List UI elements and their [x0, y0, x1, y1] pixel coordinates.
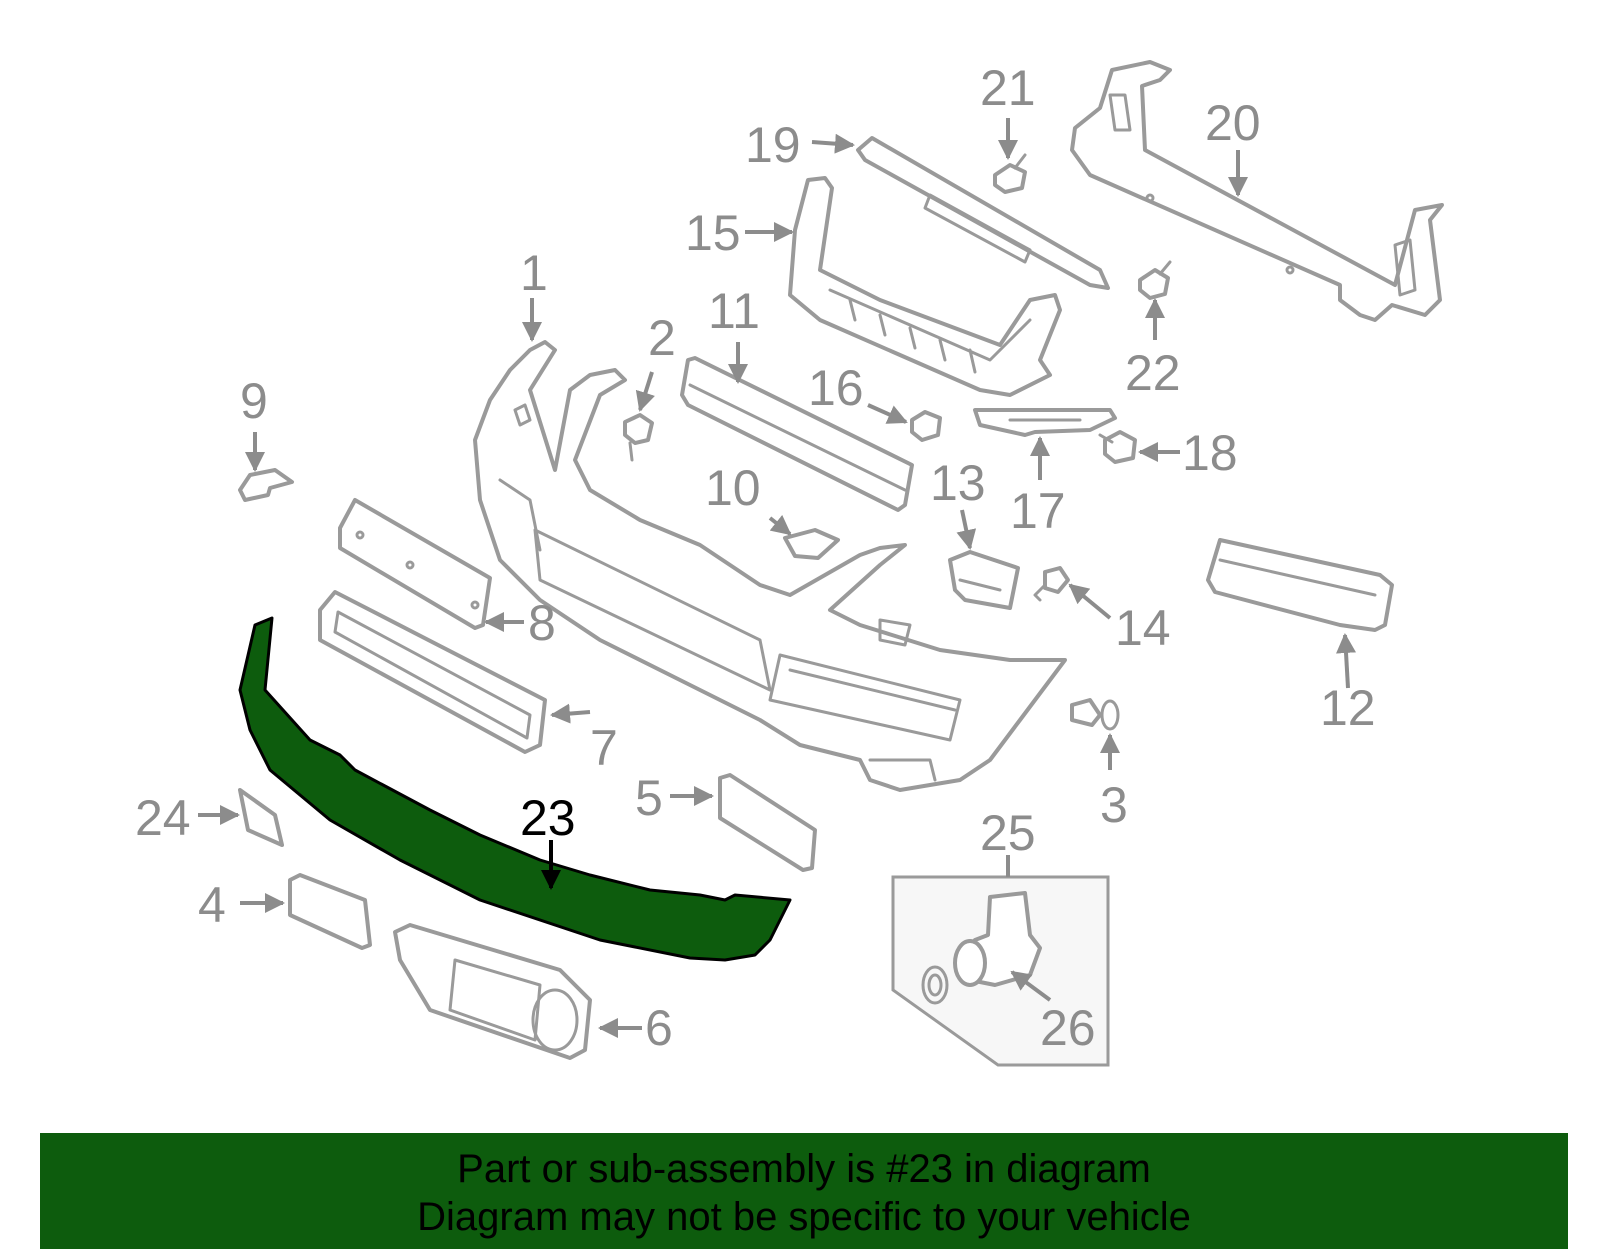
label-10: 10 [705, 460, 761, 516]
banner-line-2: Diagram may not be specific to your vehi… [417, 1195, 1191, 1239]
label-4: 4 [198, 877, 226, 933]
part-23-lower-deflector[interactable] [238, 616, 792, 962]
label-3: 3 [1100, 777, 1128, 833]
label-6: 6 [645, 1000, 673, 1056]
part-6-fog-bezel[interactable] [393, 923, 592, 1060]
label-15: 15 [685, 205, 741, 261]
banner-line-1: Part or sub-assembly is #23 in diagram [457, 1147, 1151, 1191]
part-18-bolt[interactable] [1098, 430, 1137, 464]
part-9-bracket[interactable] [238, 468, 294, 502]
part-4-cover[interactable] [288, 873, 372, 950]
label-9: 9 [240, 373, 268, 429]
label-12: 12 [1320, 680, 1376, 736]
part-15-grille-support[interactable] [788, 176, 1062, 397]
part-14-push-pin[interactable] [1033, 566, 1070, 602]
part-3-push-pin[interactable] [1070, 698, 1120, 731]
label-19: 19 [745, 117, 801, 173]
part-17-bracket[interactable] [973, 408, 1117, 437]
label-7: 7 [590, 720, 618, 776]
part-22-bolt[interactable] [1138, 260, 1172, 300]
label-5: 5 [635, 770, 663, 826]
label-26: 26 [1040, 1000, 1096, 1056]
part-13-bracket[interactable] [948, 550, 1020, 610]
part-10-cap[interactable] [783, 528, 840, 560]
label-2: 2 [648, 310, 676, 366]
info-banner: Part or sub-assembly is #23 in diagram D… [40, 1133, 1568, 1249]
leader-arrows [198, 118, 1357, 1038]
part-8-license-plate-bracket[interactable] [338, 498, 492, 630]
part-12-fog-light-cover[interactable] [1206, 538, 1394, 632]
label-24: 24 [135, 790, 191, 846]
part-5-reflector[interactable] [718, 773, 817, 872]
part-1-bumper-cover[interactable] [473, 340, 1067, 792]
part-number-labels: 1 2 3 4 5 6 7 8 9 10 11 12 13 14 15 16 1… [135, 60, 1376, 1056]
label-17: 17 [1010, 483, 1066, 539]
part-7-lower-grille[interactable] [318, 590, 547, 754]
part-16-bolt[interactable] [910, 410, 942, 442]
label-18: 18 [1182, 425, 1238, 481]
part-20-reinforcement[interactable] [1070, 60, 1444, 322]
label-14: 14 [1115, 600, 1171, 656]
part-19-upper-bracket[interactable] [856, 136, 1110, 290]
label-25: 25 [980, 805, 1036, 861]
label-20: 20 [1205, 95, 1261, 151]
label-8: 8 [528, 595, 556, 651]
part-2-clip[interactable] [623, 413, 654, 462]
label-23: 23 [520, 790, 576, 846]
label-16: 16 [808, 360, 864, 416]
part-21-bolt[interactable] [993, 153, 1027, 194]
label-1: 1 [520, 245, 548, 301]
part-25-parking-sensor-kit[interactable] [891, 875, 1110, 1067]
label-11: 11 [708, 283, 760, 339]
part-24-plate[interactable] [238, 788, 284, 847]
label-13: 13 [930, 455, 986, 511]
label-21: 21 [980, 60, 1036, 116]
label-22: 22 [1125, 345, 1181, 401]
